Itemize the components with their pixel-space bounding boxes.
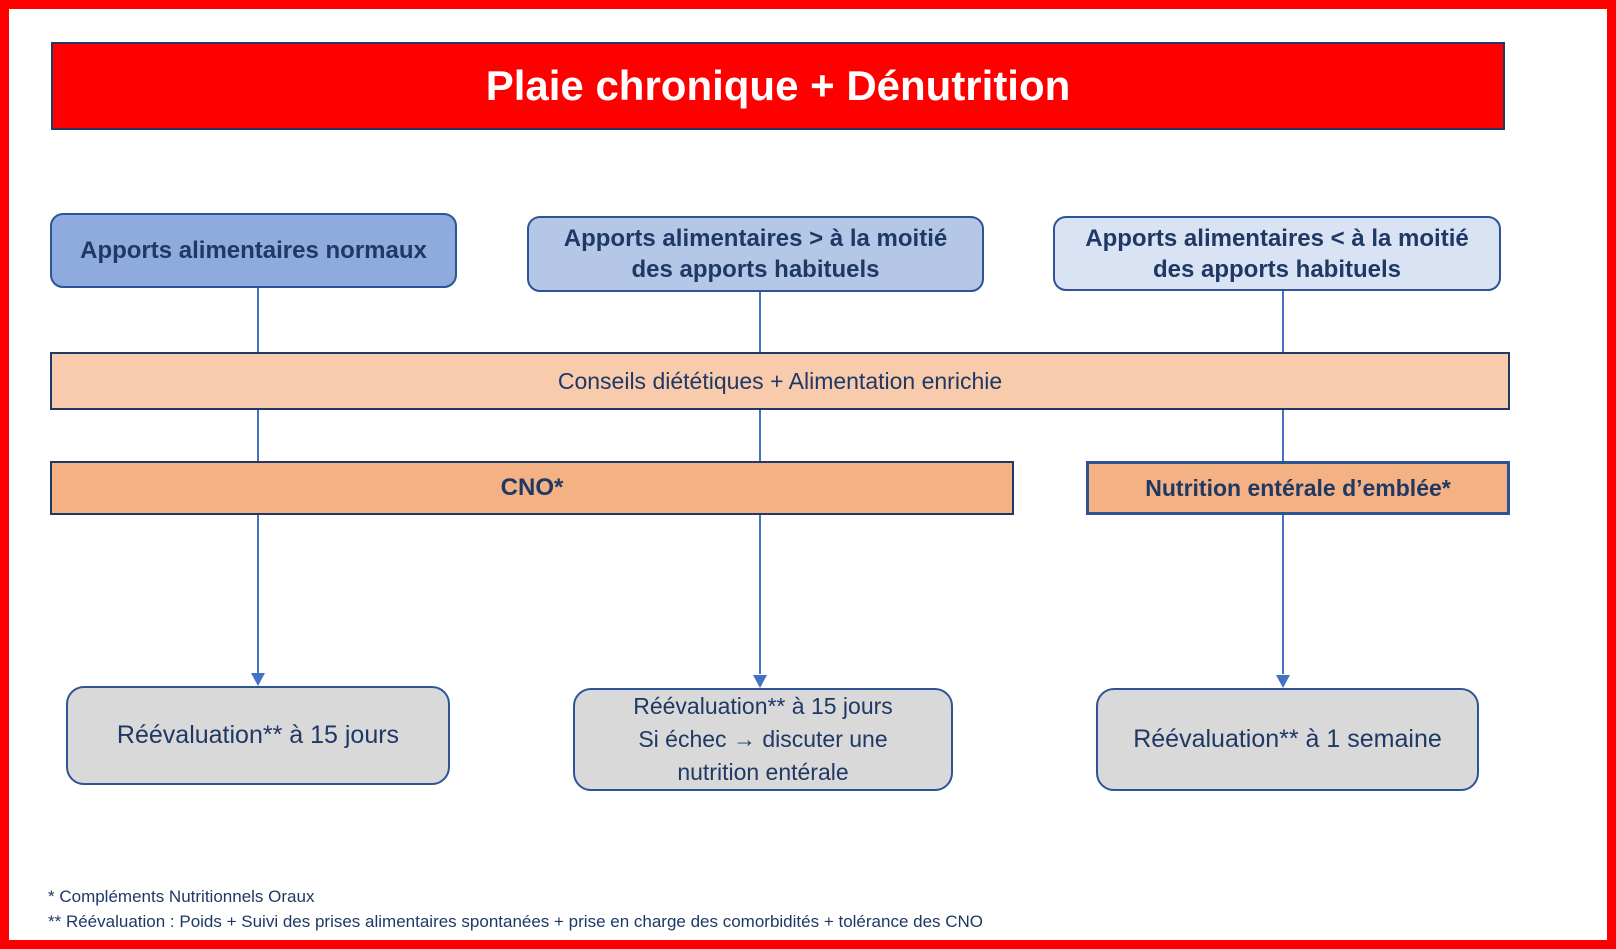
outcome-line: Réévaluation** à 1 semaine	[1133, 725, 1442, 753]
arrow-down-icon	[251, 673, 265, 686]
box-reevaluation-1-semaine: Réévaluation** à 1 semaine	[1096, 688, 1479, 791]
bar-nutrition-enterale: Nutrition entérale d’emblée*	[1086, 461, 1510, 515]
outcome-line: nutrition entérale	[677, 759, 849, 785]
box-apports-inf-moitie: Apports alimentaires < à la moitié des a…	[1053, 216, 1501, 291]
bar-nutrition-enterale-label: Nutrition entérale d’emblée*	[1145, 474, 1451, 501]
box-apports-inf-moitie-label: Apports alimentaires < à la moitié des a…	[1085, 224, 1469, 283]
box-reevaluation-15-jours-echec: Réévaluation** à 15 jours Si échec → dis…	[573, 688, 953, 791]
outcome-line: Réévaluation** à 15 jours	[633, 693, 893, 719]
bar-conseils-dietetiques: Conseils diététiques + Alimentation enri…	[50, 352, 1510, 410]
bar-cno: CNO*	[50, 461, 1014, 515]
box-apports-normaux: Apports alimentaires normaux	[50, 213, 457, 288]
arrow-down-icon	[1276, 675, 1290, 688]
box-apports-sup-moitie-label: Apports alimentaires > à la moitié des a…	[563, 225, 948, 283]
footnote-reevaluation: ** Réévaluation : Poids + Suivi des pris…	[48, 912, 984, 931]
box-apports-sup-moitie: Apports alimentaires > à la moitié des a…	[527, 216, 984, 292]
outcome-line: Si échec → discuter une	[638, 726, 888, 752]
footnotes: * Compléments Nutritionnels Oraux ** Réé…	[48, 884, 983, 934]
box-apports-normaux-label: Apports alimentaires normaux	[80, 237, 427, 264]
arrow-down-icon	[753, 675, 767, 688]
bar-cno-label: CNO*	[500, 474, 564, 501]
outcome-line: Réévaluation** à 15 jours	[116, 721, 400, 749]
page-title: Plaie chronique + Dénutrition	[485, 62, 1071, 109]
bar-conseils-label: Conseils diététiques + Alimentation enri…	[557, 367, 1003, 394]
box-reevaluation-15-jours: Réévaluation** à 15 jours	[66, 686, 450, 785]
footnote-cno: * Compléments Nutritionnels Oraux	[48, 887, 315, 906]
title-banner: Plaie chronique + Dénutrition	[51, 42, 1505, 130]
